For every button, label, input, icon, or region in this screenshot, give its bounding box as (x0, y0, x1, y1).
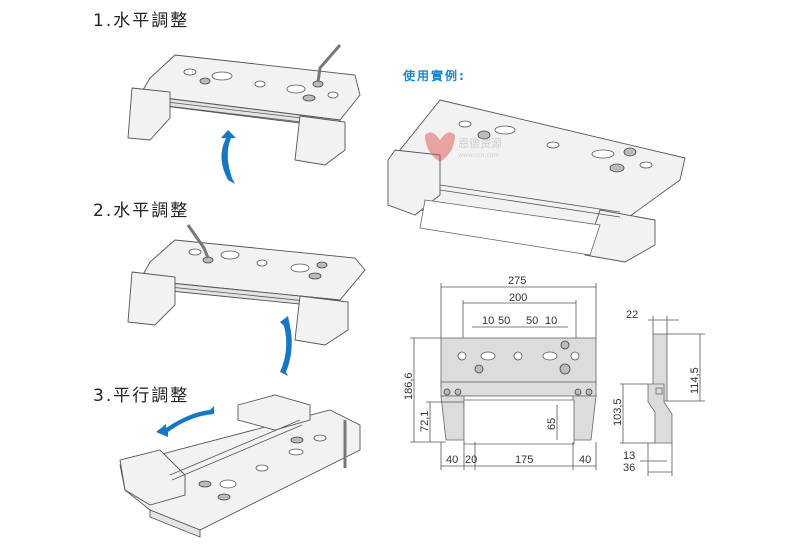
dim-bottom-opening: 175 (515, 454, 533, 466)
rotation-arrow-icon (280, 316, 292, 376)
dim-overall-width: 275 (508, 275, 526, 287)
dim-bottom-left-jaw: 40 (446, 454, 458, 466)
rotation-arrow-icon (156, 406, 214, 437)
dim-side-upper-height: 114,5 (689, 367, 701, 394)
side-view-drawing: 22 114,5 103,5 13 36 (612, 309, 705, 476)
step-2-label: 2.水平調整 (93, 201, 190, 221)
watermark: 恩德资源 www.ccn.com (425, 132, 502, 162)
dim-side-top-width: 22 (626, 309, 638, 321)
dim-side-lower-height: 103,5 (612, 398, 624, 426)
dim-offset-left-large: 50 (498, 315, 510, 327)
dim-inner-height: 65 (546, 418, 558, 430)
illustration-step-2 (127, 224, 366, 376)
watermark-text: 恩德资源 (458, 136, 502, 150)
dim-hole-span: 200 (509, 292, 527, 304)
usage-example-illustration: 恩德资源 www.ccn.com (387, 99, 686, 263)
dim-bottom-left-gap: 20 (465, 454, 477, 466)
rotation-arrow-icon (221, 130, 236, 184)
illustration-step-1 (127, 44, 361, 184)
dim-offset-right-small: 10 (545, 315, 557, 327)
step-1-label: 1.水平調整 (93, 11, 190, 31)
dim-jaw-height: 72,1 (419, 411, 431, 432)
dim-side-bottom-inner: 13 (623, 450, 635, 462)
usage-example-label: 使用實例: (403, 69, 466, 83)
step-3-label: 3.平行調整 (93, 386, 190, 406)
dim-side-bottom-overall: 36 (623, 462, 635, 474)
front-view-drawing: 275 200 10 50 50 10 186,6 72,1 65 40 20 … (403, 275, 597, 470)
dim-bottom-right-jaw: 40 (579, 454, 591, 466)
dim-offset-left-small: 10 (482, 315, 494, 327)
dim-overall-height: 186,6 (403, 372, 415, 400)
illustration-step-3 (119, 394, 361, 538)
dim-offset-right-large: 50 (526, 315, 538, 327)
watermark-url: www.ccn.com (458, 152, 499, 159)
